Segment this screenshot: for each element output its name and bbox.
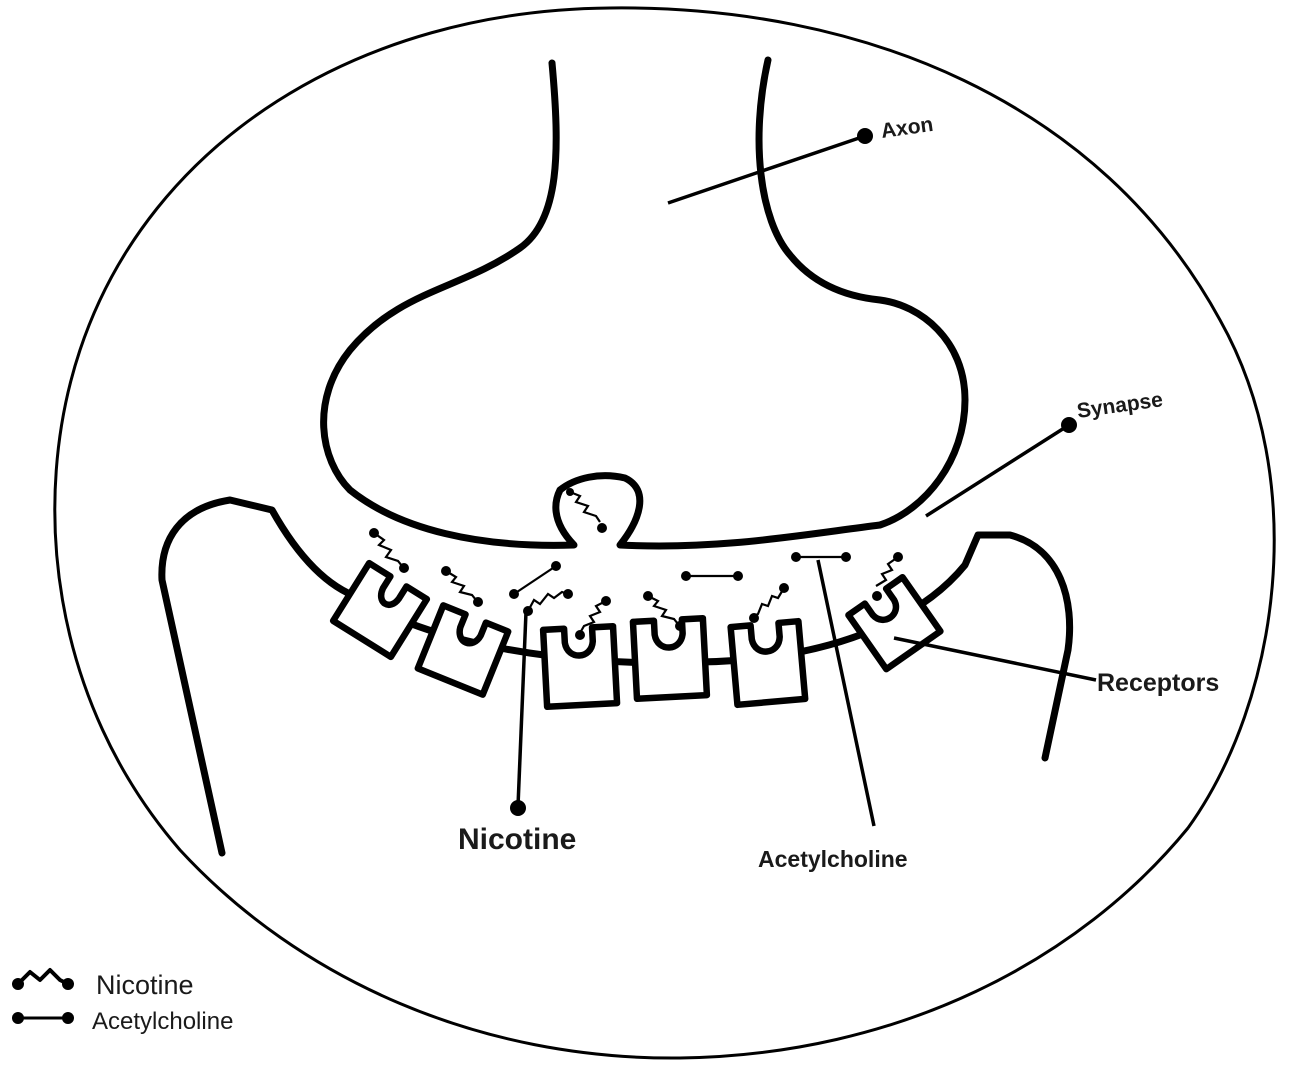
legend-acetylcholine-label: Acetylcholine: [92, 1008, 233, 1035]
legend: Nicotine Acetylcholine: [12, 970, 233, 1035]
receptor-4: [633, 618, 707, 699]
nicotine-molecule: [749, 583, 789, 623]
outer-circle: [55, 8, 1274, 1058]
acetylcholine-leader: [818, 560, 874, 826]
receptor-2: [418, 605, 508, 694]
receptor-1: [333, 563, 427, 657]
nicotine-leader: [510, 612, 526, 816]
receptor-6: [848, 577, 940, 669]
nicotine-label: Nicotine: [458, 823, 576, 856]
legend-nicotine-label: Nicotine: [96, 970, 194, 1000]
acetylcholine-molecule: [791, 552, 851, 562]
nicotine-molecule: [523, 589, 573, 616]
nicotine-molecule-released: [566, 488, 607, 533]
axon-label: Axon: [879, 113, 934, 143]
nicotine-molecule: [441, 566, 483, 607]
acetylcholine-label: Acetylcholine: [758, 846, 908, 872]
acetylcholine-molecule: [681, 571, 743, 581]
synapse-label: Synapse: [1075, 388, 1164, 423]
acetylcholine-molecule: [509, 561, 561, 599]
acetylcholine-icon: [12, 1012, 74, 1024]
receptors-label: Receptors: [1097, 669, 1219, 697]
receptor-5: [731, 621, 806, 705]
nicotine-icon: [12, 970, 74, 990]
axon-leader: [668, 128, 873, 203]
